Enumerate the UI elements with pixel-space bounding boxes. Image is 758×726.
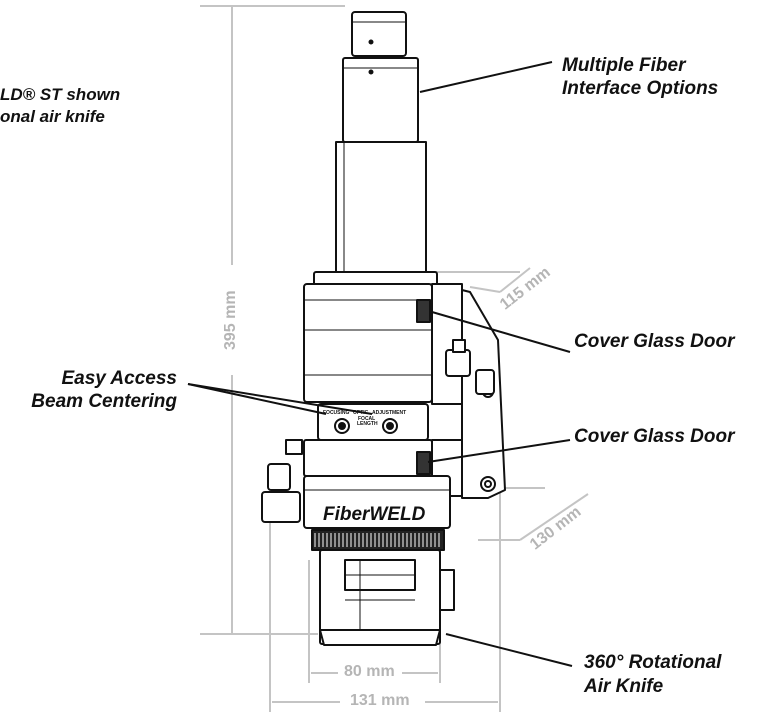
panel-sub-1: FOCAL xyxy=(358,416,375,422)
callout-air-knife-line-1: 360° Rotational xyxy=(584,652,722,673)
model-note-line-2: onal air knife xyxy=(0,107,105,126)
dimension-height: 395 mm xyxy=(222,290,239,350)
dimension-inner-width: 80 mm xyxy=(344,663,395,680)
callout-easy-access-line-2: Beam Centering xyxy=(31,391,177,412)
panel-label-right: ADJUSTMENT xyxy=(372,410,406,416)
dimension-outer-width: 131 mm xyxy=(350,692,410,709)
dimension-lines xyxy=(200,5,589,712)
callout-fiber-line-1: Multiple Fiber xyxy=(562,55,686,76)
brand-logo: FiberWELD xyxy=(323,504,426,525)
callout-fiber-line-2: Interface Options xyxy=(562,78,719,99)
panel-sub-2: LENGTH xyxy=(357,421,378,427)
weld-head-body xyxy=(261,11,506,646)
callout-cover-glass-upper: Cover Glass Door xyxy=(574,331,735,352)
leader-lines xyxy=(187,61,573,667)
callout-air-knife-line-2: Air Knife xyxy=(584,676,664,697)
model-note-line-1: LD® ST shown xyxy=(0,85,121,104)
knurled-ring xyxy=(314,533,440,547)
panel-label-left: FOCUSING xyxy=(323,410,350,416)
callout-cover-glass-lower: Cover Glass Door xyxy=(574,426,735,447)
callout-easy-access-line-1: Easy Access xyxy=(61,368,177,389)
